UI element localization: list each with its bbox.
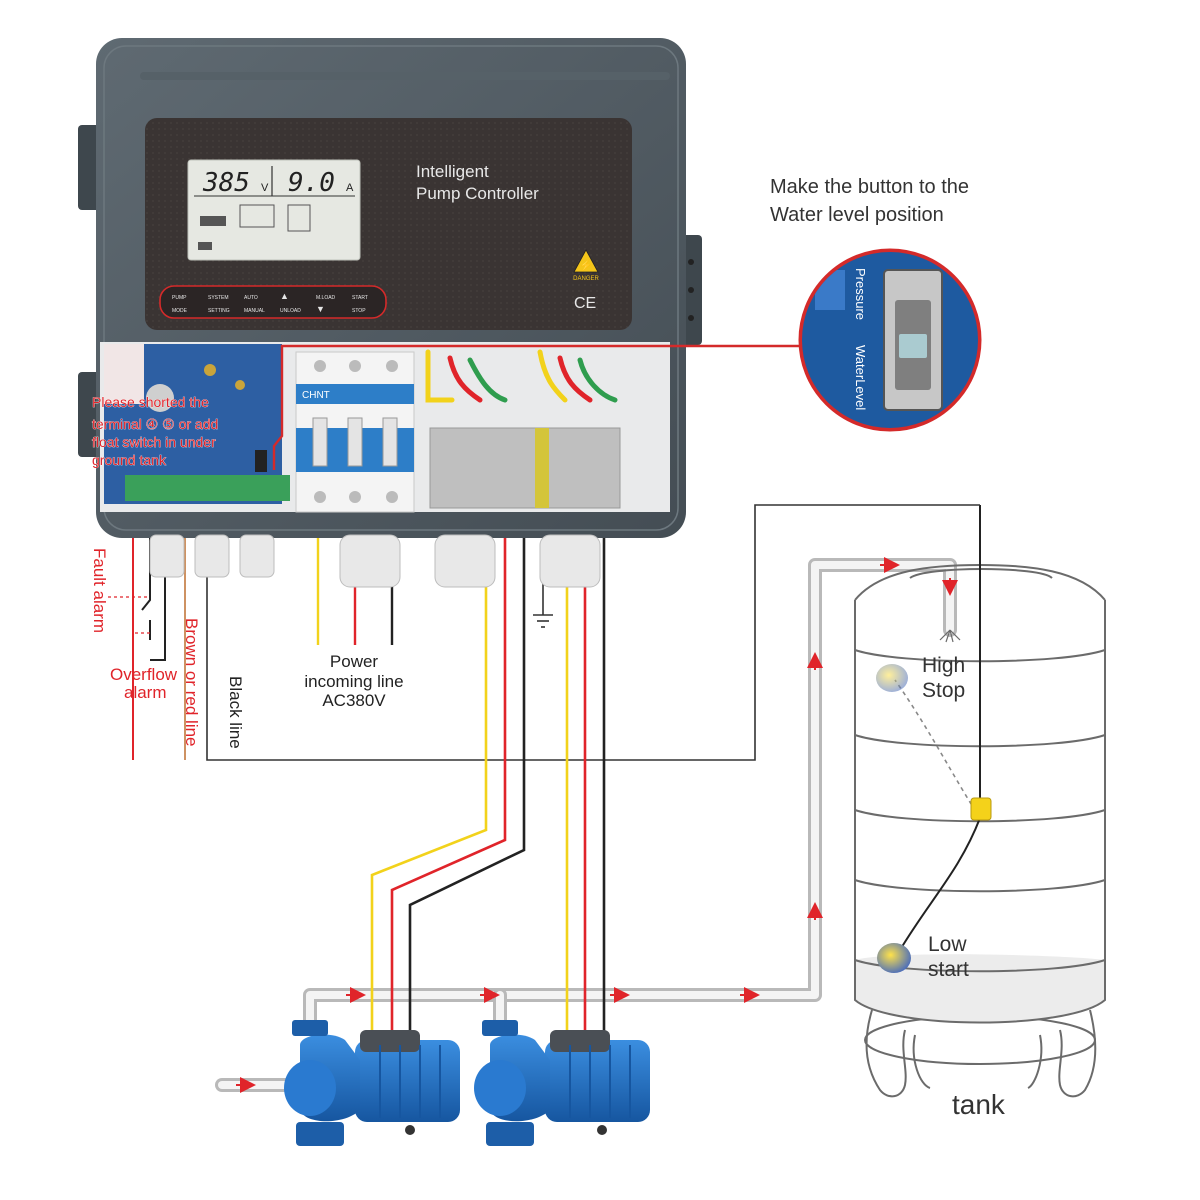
panel-button-bottom-2[interactable]: MANUAL [244,308,265,314]
terminal-note-line4: ground tank [92,452,167,468]
high-stop-label-1: High [922,654,965,677]
terminal-note-line3: float switch in under [92,434,216,450]
terminal-block-power [429,427,621,509]
lcd-voltage-unit: V [261,182,269,194]
panel-button-top-3[interactable]: ▲ [280,291,289,301]
lcd-voltage: 385 [202,168,250,198]
power-label-2: incoming line [304,672,403,691]
low-start-label-1: Low [928,933,967,956]
power-label-3: AC380V [322,691,386,710]
panel-button-bottom-0[interactable]: MODE [172,308,188,314]
svg-text:⚡: ⚡ [579,259,593,272]
float-signal-wire [206,480,980,761]
inlet-spray [939,629,961,643]
high-float-ball [876,664,908,692]
instruction-line1: Make the button to the [770,176,969,198]
terminal-note: Please shorted the terminal ④ ⑤ or add f… [92,394,219,469]
flow-arrows [236,557,958,1093]
panel-button-bottom-3[interactable]: UNLOAD [280,308,301,314]
overflow-alarm-label-2: alarm [124,683,167,702]
switch-label-waterlevel: WaterLevel [853,345,868,410]
lcd-current: 9.0 [288,168,335,198]
panel-button-bottom-1[interactable]: SETTING [208,308,230,314]
brown-red-line-label: Brown or red line [182,618,201,747]
pump-2 [474,1020,650,1146]
danger-label: DANGER [573,276,599,282]
power-label-1: Power [330,652,379,671]
panel-button-bottom-5[interactable]: STOP [352,308,366,314]
water-tank [854,563,1106,1098]
breaker-brand: CHNT [302,390,330,401]
internal-compartment: CHNT [100,342,670,513]
button-row-bottom: MODE SETTING MANUAL UNLOAD ▼ STOP [172,304,366,314]
cable-clamp [970,797,992,821]
tank-label: tank [952,1089,1006,1120]
danger-warning-icon: ⚡ DANGER [573,249,600,282]
panel-button-top-1[interactable]: SYSTEM [208,295,229,301]
panel-button-top-5[interactable]: START [352,295,368,301]
terminal-block-control [125,475,290,501]
black-line-label: Black line [226,676,245,749]
pump-1 [284,1020,460,1146]
lcd-current-unit: A [346,182,354,194]
panel-button-top-2[interactable]: AUTO [244,295,258,301]
panel-button-top-0[interactable]: PUMP [172,295,187,301]
ce-mark: CE [574,295,596,312]
instruction-line2: Water level position [770,204,944,226]
panel-title-line1: Intelligent [416,162,489,181]
high-stop-label-2: Stop [922,679,965,702]
switch-label-pressure: Pressure [853,268,868,320]
terminal-note-line1: Please shorted the [92,394,209,410]
circuit-breaker: CHNT [295,351,415,513]
panel-title-line2: Pump Controller [416,184,539,203]
panel-button-top-4[interactable]: M.LOAD [316,295,336,301]
terminal-note-line2: terminal ④ ⑤ or add [92,416,218,432]
switch-callout: Pressure WaterLevel Make the button to t… [272,176,982,470]
button-strip [159,285,387,319]
front-panel: 385 V 9.0 A Intelligent Pump Controller … [145,118,632,330]
overflow-alarm-label-1: Overflow [110,665,178,684]
pump1-motor-wires [370,495,526,1035]
contactor-wiring [425,349,618,403]
panel-button-bottom-4[interactable]: ▼ [316,304,325,314]
low-float-ball [877,943,911,973]
low-start-label-2: start [928,958,969,981]
fault-alarm-label: Fault alarm [90,548,109,633]
button-row-top: PUMP SYSTEM AUTO ▲ M.LOAD START [172,291,368,301]
